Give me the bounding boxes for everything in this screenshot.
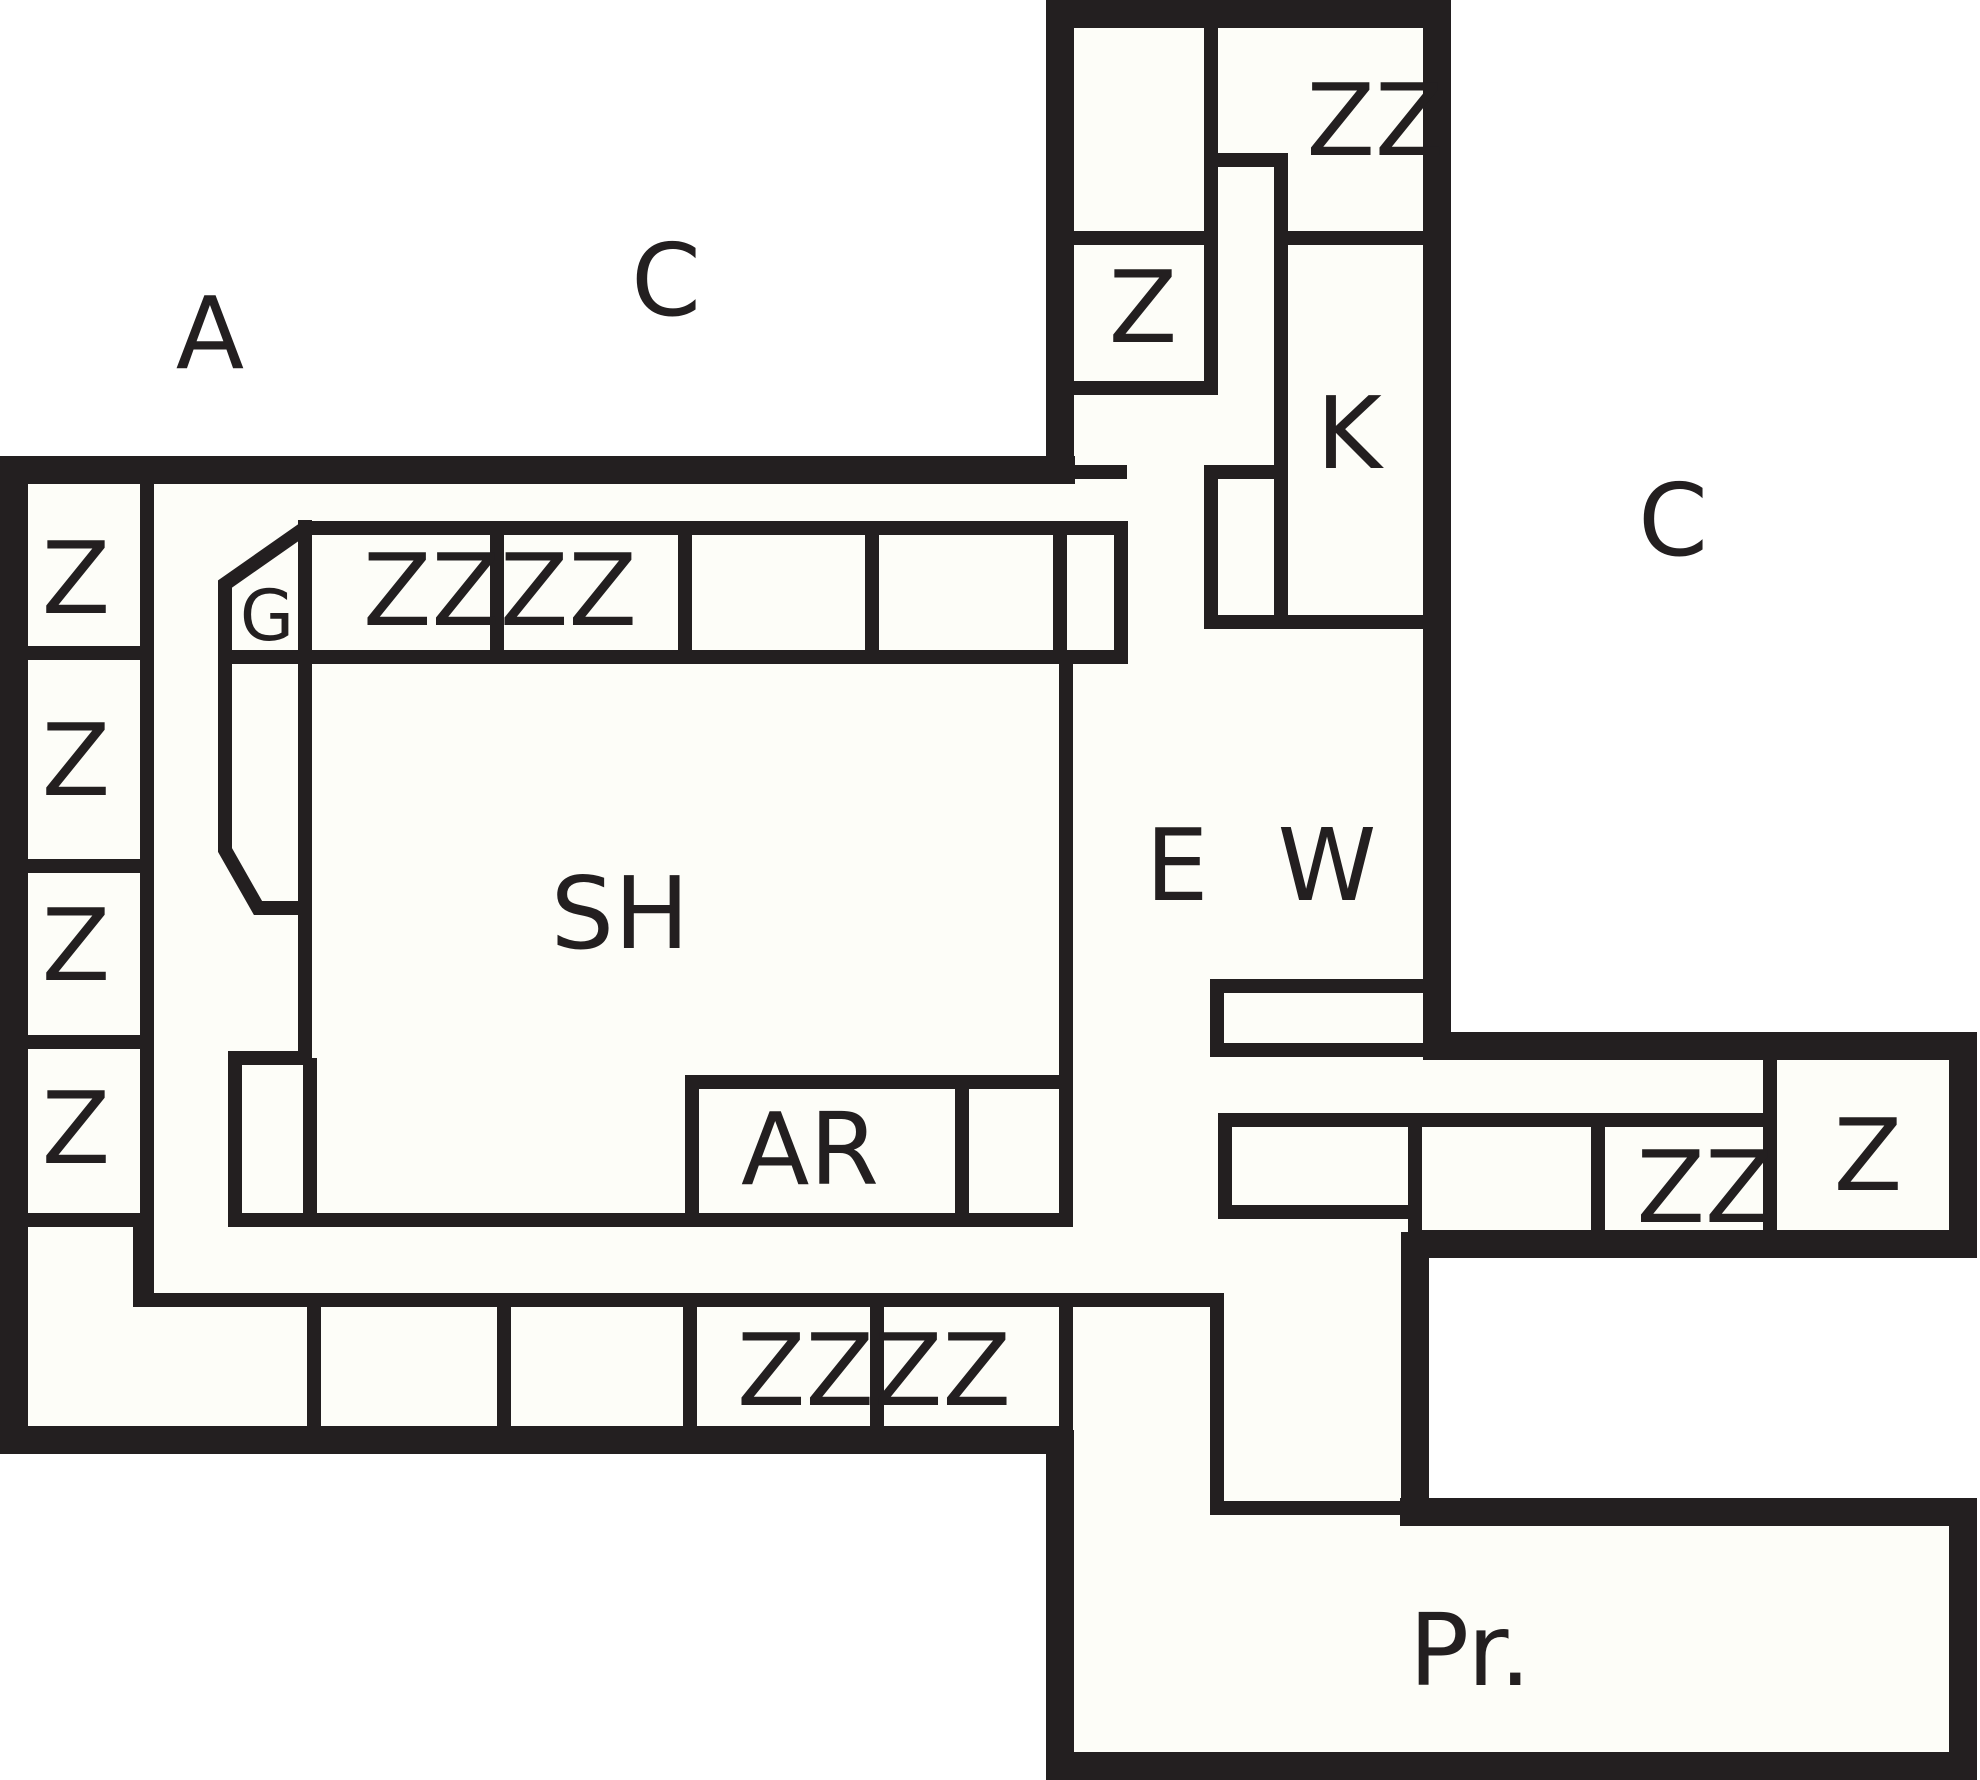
label-north-zzzz: ZZZZ: [363, 532, 637, 649]
main-block-walls: [24, 477, 1410, 1515]
g-corner-wall: [218, 522, 310, 915]
label-c-right: C: [1638, 462, 1708, 579]
east-wing-walls: [1218, 1056, 1777, 1244]
tower-walls: [1060, 24, 1430, 1057]
pr-wing-floor: [1060, 1510, 1965, 1765]
south-corridor-wall: [133, 1220, 1410, 1515]
label-tower-z: Z: [1109, 249, 1178, 366]
label-c-top: C: [631, 222, 701, 339]
label-south-zzzz: ZZZZ: [737, 1312, 1011, 1429]
label-pr: Pr.: [1409, 1592, 1531, 1709]
label-tower-k: K: [1316, 375, 1384, 492]
label-a: A: [176, 275, 244, 392]
middle-corridor-floor: [1060, 1240, 1415, 1520]
label-east-z: Z: [1834, 1097, 1903, 1214]
east-counter: [1210, 979, 1430, 1057]
label-west-z-2: Z: [42, 702, 111, 819]
sw-closet: [228, 657, 1073, 1227]
label-east-zz: ZZ: [1636, 1129, 1773, 1246]
label-west-z-4: Z: [42, 1070, 111, 1187]
label-west-z-3: Z: [42, 887, 111, 1004]
wall-pr: [1046, 1498, 1977, 1780]
wall-main-north: [0, 456, 1075, 1454]
main-block-floor: [14, 470, 1074, 1440]
wall-tower: [1046, 0, 1977, 1258]
tower-partition-a: [1067, 24, 1218, 395]
label-tower-zz: ZZ: [1306, 62, 1443, 179]
label-west-z-1: Z: [42, 520, 111, 637]
labels: A C C ZZ Z K Z Z Z Z G ZZZZ SH AR ZZZZ E…: [42, 62, 1903, 1709]
east-wing-floor: [1060, 1040, 1965, 1250]
east-wing-row: [1218, 1113, 1415, 1219]
label-w: W: [1278, 807, 1377, 924]
tower-closet: [1204, 465, 1430, 629]
north-row-outline: [225, 521, 1128, 664]
label-e: E: [1145, 807, 1208, 924]
tower-partition-c: [1211, 153, 1288, 616]
label-g: G: [240, 575, 294, 657]
label-ar: AR: [741, 1091, 879, 1208]
label-sh: SH: [551, 855, 690, 972]
ar-room: [685, 1075, 1066, 1220]
floor-fills: [14, 10, 1965, 1765]
